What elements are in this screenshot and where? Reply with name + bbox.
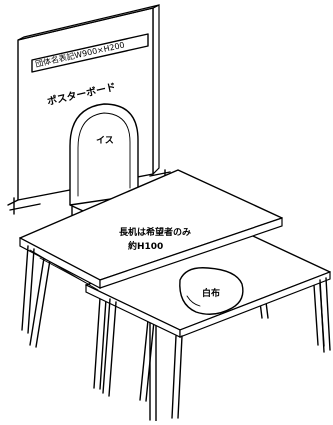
table-note-line1: 長机は希望者のみ [119,226,191,238]
white-cloth [179,267,244,315]
booth-table [19,169,283,334]
chair-label: イス [96,135,114,146]
table-note-line2: 約H100 [128,240,163,252]
cloth-label: 白布 [202,287,220,299]
